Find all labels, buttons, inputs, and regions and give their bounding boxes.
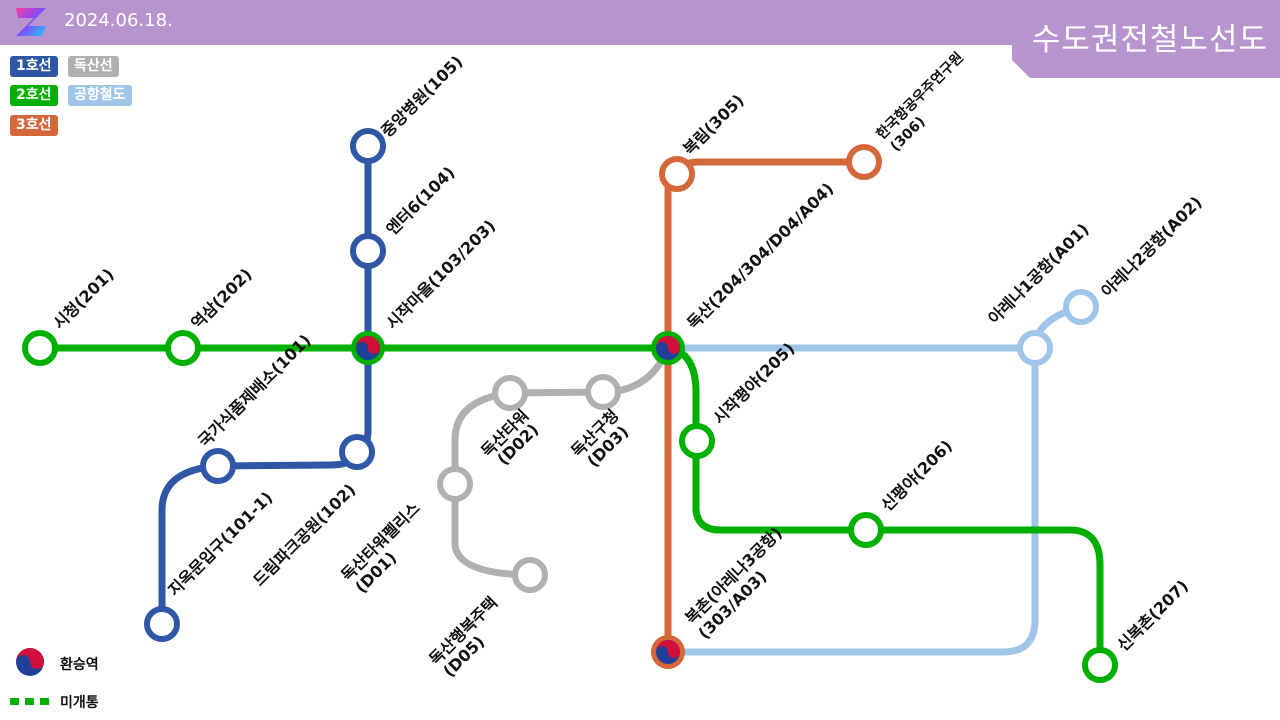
station-207[interactable]: [1082, 647, 1118, 683]
station-201[interactable]: [22, 330, 58, 366]
station-202[interactable]: [165, 330, 201, 366]
transfer-icon: [656, 336, 680, 360]
line-2: [36, 344, 1104, 669]
label-A02: 아레나2공항(A02): [1097, 193, 1205, 301]
legend: [10, 648, 49, 705]
station-105[interactable]: [350, 128, 386, 164]
badge-airport: 공항철도: [68, 85, 132, 106]
badge-line1: 1호선: [10, 56, 58, 77]
station-102[interactable]: [339, 434, 375, 470]
badge-line2: 2호선: [10, 85, 58, 106]
transfer-icon: [356, 336, 380, 360]
station-101[interactable]: [200, 448, 236, 484]
label-202: 역삼(202): [187, 265, 255, 333]
label-204: 독산(204/304/D04/A04): [683, 179, 837, 333]
label-201: 시청(201): [49, 265, 117, 333]
station-206[interactable]: [848, 512, 884, 548]
label-105: 중앙병원(105): [377, 52, 466, 141]
station-D01[interactable]: [437, 466, 473, 502]
logo-icon: [16, 8, 46, 36]
label-206: 신평야(206): [877, 436, 956, 515]
page-title: 수도권전철노선도: [1031, 22, 1268, 58]
station-A01[interactable]: [1017, 330, 1053, 366]
station-204-transfer[interactable]: [651, 331, 685, 365]
station-205[interactable]: [679, 423, 715, 459]
station-D03[interactable]: [585, 374, 621, 410]
legend-transfer-label: 환승역: [60, 657, 99, 673]
station-101-1[interactable]: [144, 606, 180, 642]
transfer-icon: [656, 640, 680, 664]
transfer-stations: [351, 331, 685, 669]
badge-doksan: 독산선: [68, 56, 119, 77]
station-103-transfer[interactable]: [351, 331, 385, 365]
transfer-legend-icon: [16, 648, 44, 676]
station-D05[interactable]: [512, 557, 548, 593]
station-303-transfer[interactable]: [651, 635, 685, 669]
label-207: 신복촌(207): [1113, 576, 1192, 655]
station-A02[interactable]: [1063, 289, 1099, 325]
stations: [22, 128, 1118, 683]
label-104: 엔터6(104): [382, 163, 458, 239]
label-305: 복림(305): [679, 91, 747, 159]
date-label: 2024.06.18.: [64, 10, 173, 31]
station-305[interactable]: [659, 156, 695, 192]
station-D02[interactable]: [492, 375, 528, 411]
title-tab: 수도권전철노선도: [1012, 0, 1280, 78]
badge-line3: 3호선: [10, 115, 58, 136]
legend-unopened-label: 미개통: [60, 695, 99, 711]
station-104[interactable]: [350, 233, 386, 269]
unopened-legend-icon: [10, 698, 49, 705]
line-doksan: [451, 344, 672, 579]
station-306[interactable]: [846, 144, 882, 180]
label-205: 시작평야(205): [709, 339, 798, 428]
